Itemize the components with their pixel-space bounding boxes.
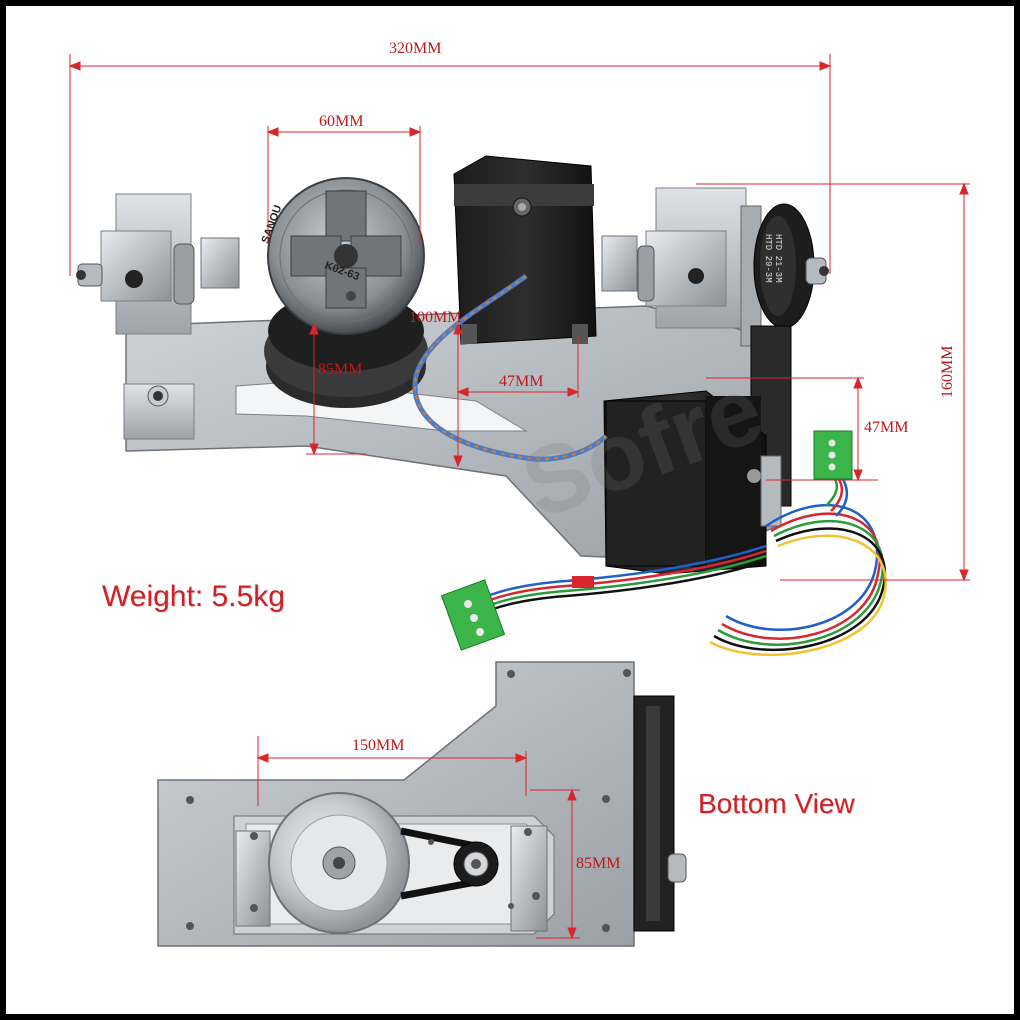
wire-bundle-side [475, 460, 887, 657]
dim-47mm-top: 47MM [499, 373, 543, 390]
rotary-axis-assembly: SANOU K02-63 HTD 21-3M HTD [76, 155, 887, 657]
pulley-text-2: HTD 29-3M [763, 234, 773, 283]
dim-85mm-bottom: 85MM [576, 855, 620, 872]
chuck: SANOU K02-63 [260, 177, 428, 408]
dim-150mm: 150MM [352, 737, 404, 754]
dimension-lines [68, 54, 970, 940]
connector-green-left [440, 579, 506, 651]
dim-100mm: 100MM [409, 309, 461, 326]
coupler-left [200, 237, 240, 289]
photo-frame: SANOU K02-63 HTD 21-3M HTD [6, 6, 1014, 1014]
timing-belt [400, 827, 477, 900]
dim-47mm-side: 47MM [864, 419, 908, 436]
pulley-top: HTD 21-3M HTD 29-3M [753, 203, 829, 329]
coupler-right [601, 235, 638, 292]
wire-sleeve-red [572, 576, 594, 588]
pulley-text-1: HTD 21-3M [773, 234, 783, 283]
dim-160mm: 160MM [939, 346, 956, 398]
connector-green-right [813, 430, 853, 480]
mount-holes [186, 669, 631, 932]
product-photo: SANOU K02-63 HTD 21-3M HTD [68, 40, 970, 947]
stepper-motor-top [453, 155, 597, 345]
weight-label: Weight: 5.5kg [102, 580, 285, 613]
stepper-motor-side [603, 390, 782, 575]
large-pulley [268, 792, 410, 934]
bottom-view-assembly [157, 661, 687, 947]
dim-60mm: 60MM [319, 113, 363, 130]
bottom-view-label: Bottom View [698, 788, 855, 819]
headstock [637, 187, 762, 347]
dim-85mm-top: 85MM [318, 361, 362, 378]
tailstock [76, 193, 195, 440]
dim-320mm: 320MM [389, 40, 441, 57]
